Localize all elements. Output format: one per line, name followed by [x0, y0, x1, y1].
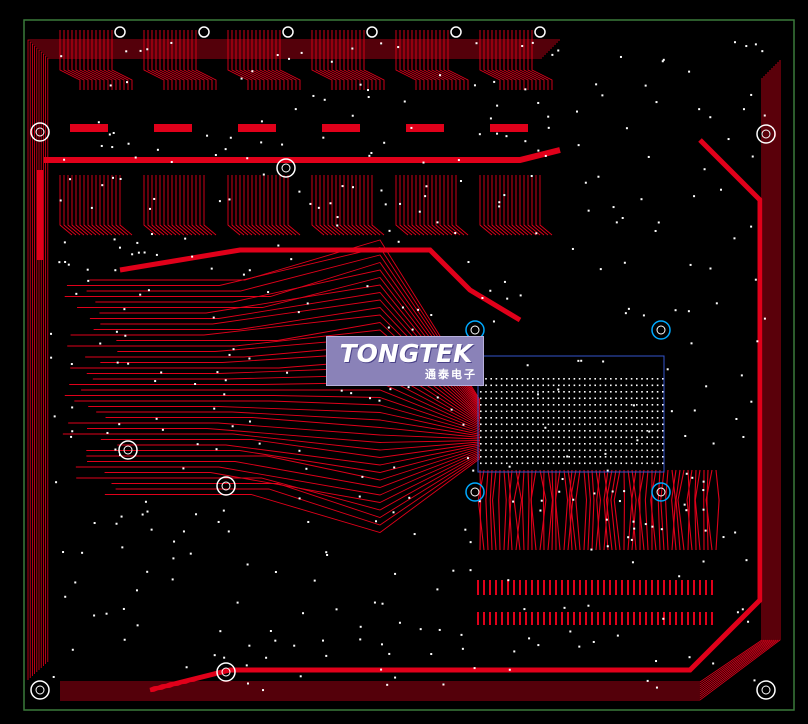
trace-layer — [27, 30, 781, 701]
logo-subtitle-text: 通泰电子 — [425, 368, 477, 381]
mounting-holes — [30, 26, 776, 700]
logo-brand-text: TONGTEK — [339, 339, 473, 368]
chip-outline — [477, 355, 665, 473]
copper-fills — [70, 124, 528, 132]
pad-layer — [50, 41, 766, 692]
tongtek-logo: TONGTEK 通泰电子 — [326, 336, 484, 386]
board-outline — [23, 19, 795, 711]
